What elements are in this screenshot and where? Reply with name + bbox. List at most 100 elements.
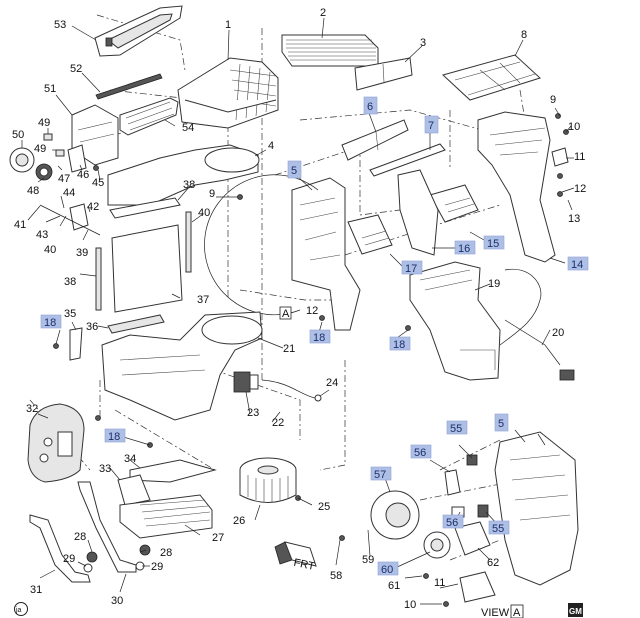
- part-21-lower-housing: [101, 311, 263, 421]
- leader-lines: [21, 17, 575, 605]
- callout-number: 55: [450, 423, 462, 435]
- part-38-seal-upper: [109, 197, 181, 219]
- callout-10: 10: [404, 599, 416, 611]
- callout-number: 18: [44, 317, 56, 329]
- callout-number: 44: [63, 187, 75, 199]
- callout-2: 2: [320, 7, 326, 19]
- callout-number: 27: [212, 532, 224, 544]
- callout-24: 24: [326, 377, 338, 389]
- callout-31: 31: [30, 584, 42, 596]
- callout-4: 4: [268, 140, 274, 152]
- callout-42: 42: [87, 201, 99, 213]
- callout-37: 37: [197, 294, 209, 306]
- part-33-seal: [117, 474, 151, 506]
- callout-11: 11: [434, 577, 445, 589]
- callout-number: 9: [550, 94, 556, 106]
- part-54-door: [119, 97, 179, 136]
- part-8-screen: [442, 54, 541, 101]
- part-37-heater-core: [111, 224, 183, 313]
- callout-number: 20: [552, 327, 564, 339]
- part-26-blower-motor: [239, 457, 297, 503]
- callout-5: 5: [494, 413, 509, 432]
- callout-highlight-box: [494, 413, 509, 432]
- callout-number: 13: [568, 213, 580, 225]
- callout-number: 6: [367, 101, 373, 113]
- callout-30: 30: [111, 595, 123, 607]
- callout-8: 8: [521, 29, 527, 41]
- footer-code-badge: ja: [14, 602, 28, 616]
- callout-number: 40: [44, 244, 56, 256]
- callout-number: 32: [26, 403, 38, 415]
- callout-highlight-box: [363, 96, 378, 115]
- callout-number: 51: [44, 83, 56, 95]
- callout-number: 16: [458, 243, 470, 255]
- callout-21: 21: [283, 343, 295, 355]
- callout-number: 36: [86, 321, 98, 333]
- part-23-resistor: [233, 371, 259, 393]
- callout-number: 26: [233, 515, 245, 527]
- callout-number: 59: [362, 554, 374, 566]
- callout-12: 12: [306, 305, 318, 317]
- callout-number: 10: [404, 599, 416, 611]
- part-62-actuator: [454, 521, 491, 556]
- callout-number: 37: [197, 294, 209, 306]
- callout-28: 28: [160, 547, 172, 559]
- callout-highlight-box: [104, 428, 126, 443]
- callout-56: 56: [410, 444, 432, 459]
- callout-number: 56: [414, 447, 426, 459]
- part-60-gear: [423, 531, 451, 559]
- callout-number: 60: [381, 564, 393, 576]
- callout-14: 14: [567, 256, 589, 271]
- callout-highlight-box: [446, 420, 468, 435]
- callout-38: 38: [183, 179, 195, 191]
- callout-55: 55: [446, 420, 468, 435]
- part-31-hose: [29, 514, 91, 583]
- callout-number: 28: [74, 531, 86, 543]
- callout-number: 12: [574, 183, 586, 195]
- callout-44: 44: [63, 187, 75, 199]
- part-14-case-right: [477, 111, 556, 263]
- callout-40: 40: [44, 244, 56, 256]
- callout-9: 9: [209, 188, 215, 200]
- callout-number: 12: [306, 305, 318, 317]
- callout-number: 53: [54, 19, 66, 31]
- callout-number: 31: [30, 584, 42, 596]
- callout-highlight-box: [309, 329, 331, 344]
- part-50-gear: [9, 147, 35, 173]
- callout-50: 50: [12, 129, 24, 141]
- callout-18: 18: [389, 336, 411, 351]
- view-caption-label: VIEW: [481, 607, 510, 618]
- footer-code: ja: [15, 607, 22, 614]
- callout-57: 57: [370, 466, 392, 481]
- callout-10: 10: [568, 121, 580, 133]
- callout-number: 11: [574, 151, 585, 163]
- part-6-valve-door: [341, 119, 409, 161]
- callout-45: 45: [92, 177, 104, 189]
- callout-number: 34: [124, 453, 136, 465]
- callout-6: 6: [363, 96, 378, 115]
- callout-number: 41: [14, 219, 26, 231]
- part-55-56-levers: [444, 454, 489, 518]
- callout-number: 25: [318, 501, 330, 513]
- callout-11: 11: [574, 151, 585, 163]
- callout-number: 47: [58, 173, 70, 185]
- callout-number: 52: [70, 63, 82, 75]
- callout-number: 29: [151, 561, 163, 573]
- callout-highlight-box: [488, 520, 510, 535]
- part-40-seal-right: [185, 211, 192, 273]
- part-24-connector: [261, 379, 322, 402]
- callout-25: 25: [318, 501, 330, 513]
- callout-number: 33: [99, 463, 111, 475]
- callout-number: 18: [393, 339, 405, 351]
- callout-highlight-box: [377, 561, 399, 576]
- callout-59: 59: [362, 554, 374, 566]
- callout-29: 29: [151, 561, 163, 573]
- callout-53: 53: [54, 19, 66, 31]
- callout-1: 1: [225, 19, 231, 31]
- callout-62: 62: [487, 557, 499, 569]
- callout-23: 23: [247, 407, 259, 419]
- callout-number: 19: [488, 278, 500, 290]
- part-17-door: [347, 214, 393, 255]
- callout-17: 17: [401, 260, 423, 275]
- callout-number: 61: [388, 580, 400, 592]
